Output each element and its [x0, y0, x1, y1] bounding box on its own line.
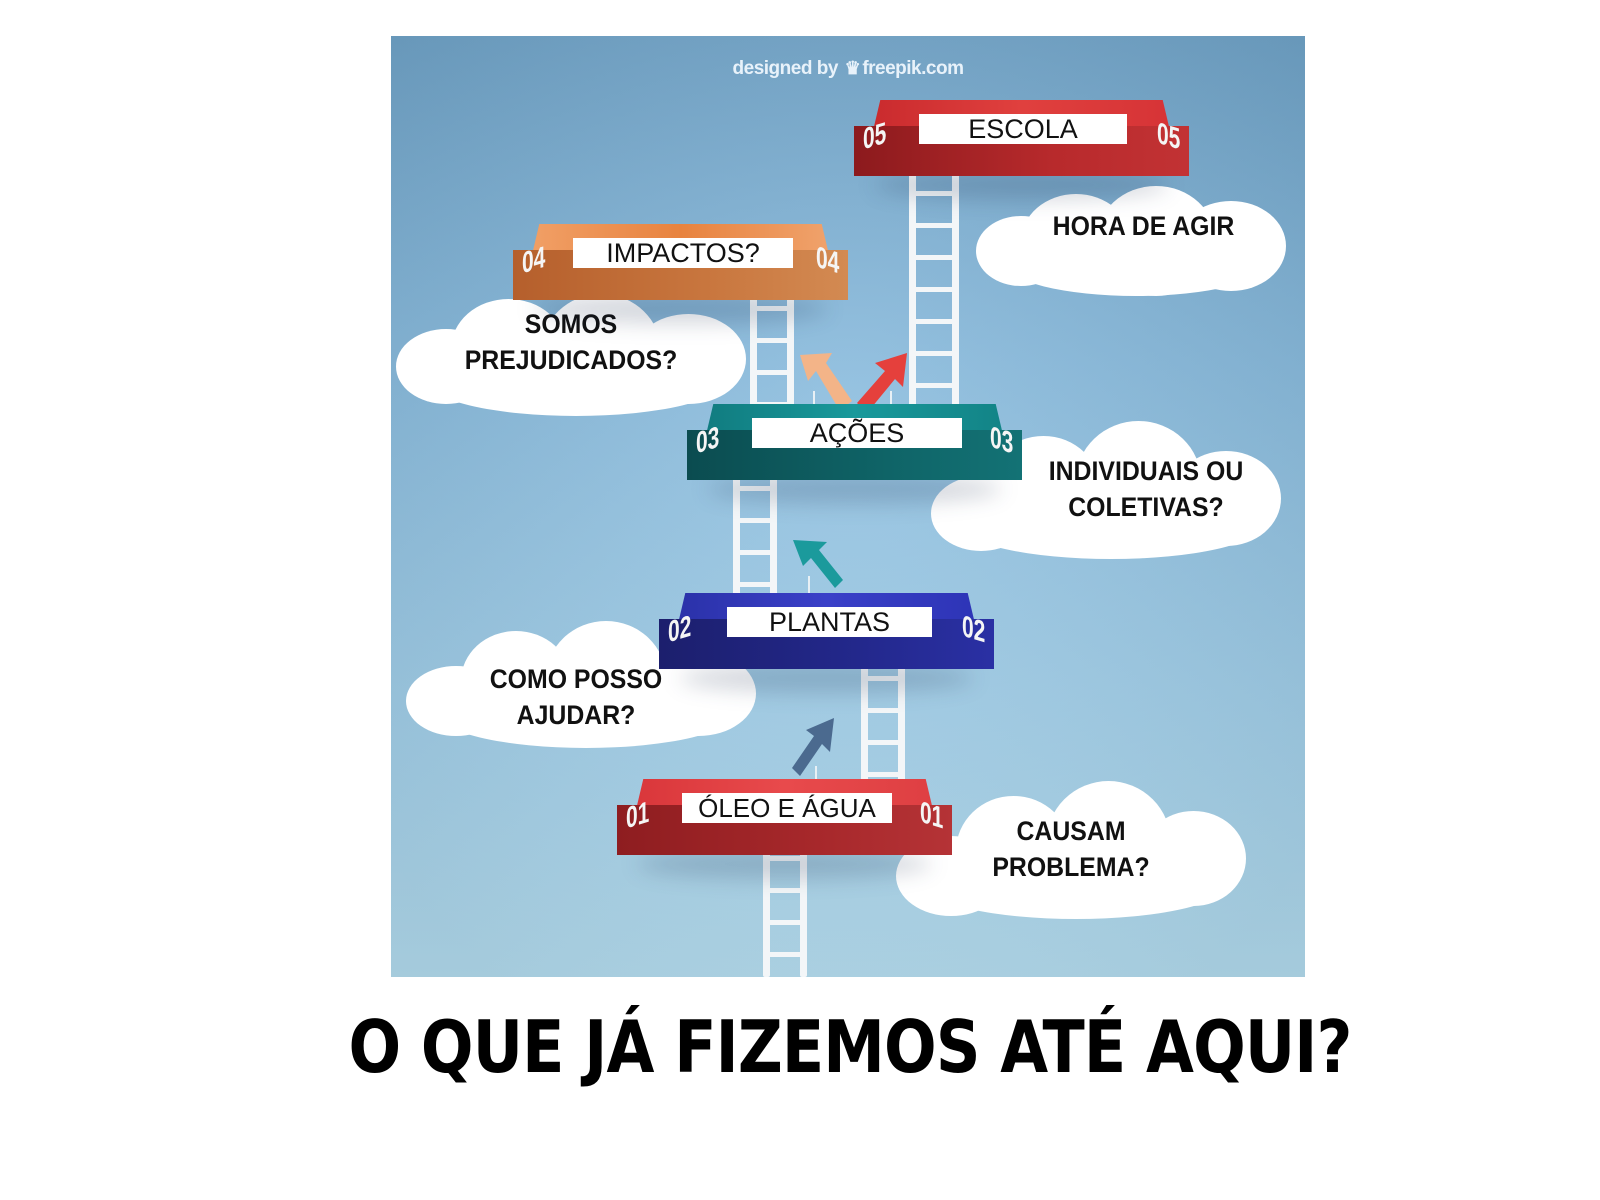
cloud-text-line: COLETIVAS? [1068, 492, 1224, 522]
ladder-02 [861, 656, 905, 796]
step-label: IMPACTOS? [573, 238, 793, 268]
cloud-step-04: SOMOS PREJUDICADOS? [396, 294, 751, 419]
step-number: 03 [696, 420, 720, 461]
step-03-platform: 03 03 AÇÕES [687, 404, 1022, 504]
cloud-text-line: AJUDAR? [516, 700, 636, 730]
step-number: 01 [919, 795, 943, 836]
cloud-text-line: INDIVIDUAIS OU [1048, 456, 1244, 486]
cloud-text-line: SOMOS [524, 309, 618, 339]
cloud-text-line: CAUSAM [1016, 816, 1126, 846]
cloud-text-line: HORA DE AGIR [1052, 211, 1235, 241]
cloud-text-line: COMO POSSO [489, 664, 663, 694]
step-label: PLANTAS [727, 607, 932, 637]
credit-brand: freepik.com [862, 58, 964, 79]
step-number: 02 [961, 609, 985, 650]
ladder-03 [733, 466, 777, 606]
step-number: 05 [1156, 116, 1180, 157]
step-02-platform: 02 02 PLANTAS [659, 593, 994, 693]
step-number: 05 [863, 116, 887, 157]
freepik-credit: designed by ♛freepik.com [391, 58, 1305, 80]
step-number: 04 [522, 240, 546, 281]
credit-prefix: designed by [732, 58, 839, 79]
step-01-platform: 01 01 ÓLEO E ÁGUA [617, 779, 952, 879]
cloud-text-line: PREJUDICADOS? [464, 345, 678, 375]
ladder-infographic: designed by ♛freepik.com HORA DE AGIR [391, 36, 1305, 977]
step-label: ÓLEO E ÁGUA [682, 793, 892, 823]
slide-title: O QUE JÁ FIZEMOS ATÉ AQUI? [348, 1005, 1352, 1089]
freepik-crown-icon: ♛ [844, 58, 861, 78]
step-05-platform: 05 05 ESCOLA [854, 100, 1189, 200]
ladder-01 [763, 836, 807, 977]
step-label: AÇÕES [752, 418, 962, 448]
step-04-platform: 04 04 IMPACTOS? [513, 224, 848, 324]
cloud-step-05: HORA DE AGIR [976, 186, 1296, 301]
cloud-text-line: PROBLEMA? [992, 852, 1150, 882]
step-number: 02 [668, 609, 692, 650]
step-number: 04 [815, 240, 839, 281]
step-number: 01 [626, 795, 650, 836]
cloud-step-02: COMO POSSO AJUDAR? [406, 621, 761, 751]
step-number: 03 [989, 420, 1013, 461]
cloud-step-03: INDIVIDUAIS OU COLETIVAS? [931, 421, 1286, 561]
step-label: ESCOLA [919, 114, 1127, 144]
